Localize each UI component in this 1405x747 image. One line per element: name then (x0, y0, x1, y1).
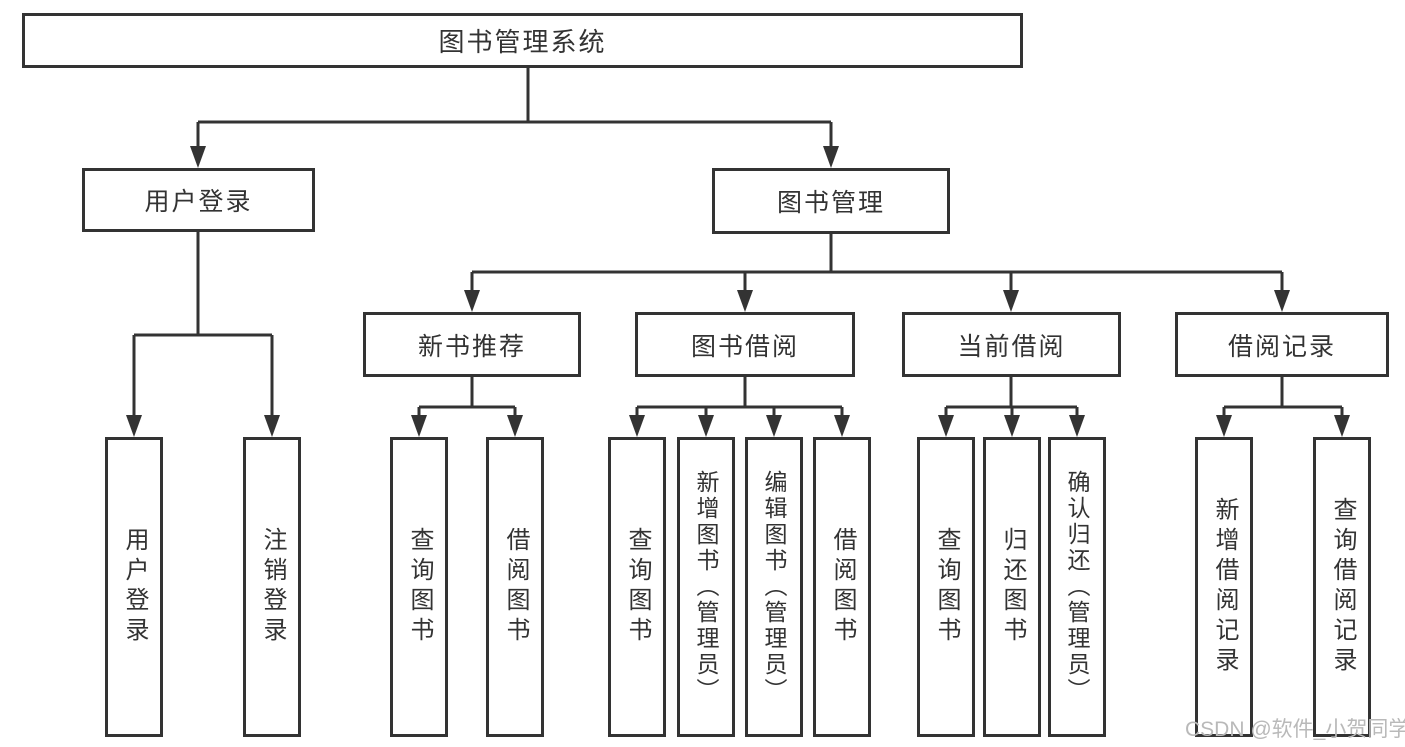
node-book-borrowing: 图书借阅 (635, 312, 855, 377)
leaf-return-book: 归还图书 (983, 437, 1041, 737)
edge-root-to-level2 (196, 68, 833, 148)
arrowhead (464, 290, 480, 312)
leaf-user-login: 用户登录 (105, 437, 163, 737)
arrowhead (507, 415, 523, 437)
arrowhead (411, 415, 427, 437)
leaf-query-book-under-current: 查询图书 (917, 437, 975, 737)
edge-newrec-to-children (417, 377, 517, 417)
arrowhead (1069, 415, 1085, 437)
leaf-borrow-book-under-borrowing: 借阅图书 (813, 437, 871, 737)
arrowhead (264, 415, 280, 437)
node-borrow-records: 借阅记录 (1175, 312, 1389, 377)
node-book-management: 图书管理 (712, 168, 950, 234)
arrowhead (737, 290, 753, 312)
arrowhead (1003, 290, 1019, 312)
edge-currentborrow-to-children (944, 377, 1079, 417)
arrowhead (190, 146, 206, 168)
arrowhead (766, 415, 782, 437)
node-new-book-recommend: 新书推荐 (363, 312, 581, 377)
arrowhead (1334, 415, 1350, 437)
leaf-confirm-return-admin: 确认归还（管理员） (1048, 437, 1106, 737)
leaf-add-borrow-record: 新增借阅记录 (1195, 437, 1253, 737)
arrowhead (834, 415, 850, 437)
edge-bookmgmt-to-level3 (470, 234, 1284, 292)
edge-borrowrecord-to-children (1222, 377, 1344, 417)
leaf-query-book-under-borrowing: 查询图书 (608, 437, 666, 737)
leaf-edit-book-admin: 编辑图书（管理员） (745, 437, 803, 737)
csdn-watermark: CSDN @软件_小贺同学 (1185, 718, 1405, 741)
node-current-borrowing: 当前借阅 (902, 312, 1121, 377)
arrowhead (823, 146, 839, 168)
edge-bookborrow-to-children (635, 377, 844, 417)
arrowhead (629, 415, 645, 437)
arrowhead (1004, 415, 1020, 437)
arrowhead (1274, 290, 1290, 312)
leaf-logout: 注销登录 (243, 437, 301, 737)
arrowhead (1216, 415, 1232, 437)
edge-userlogin-to-children (132, 232, 274, 417)
arrowhead (126, 415, 142, 437)
leaf-query-borrow-record: 查询借阅记录 (1313, 437, 1371, 737)
leaf-borrow-book-under-recommend: 借阅图书 (486, 437, 544, 737)
arrowhead (698, 415, 714, 437)
arrowhead (938, 415, 954, 437)
leaf-query-book-under-recommend: 查询图书 (390, 437, 448, 737)
node-root-system: 图书管理系统 (22, 13, 1023, 68)
node-user-login: 用户登录 (82, 168, 315, 232)
leaf-add-book-admin: 新增图书（管理员） (677, 437, 735, 737)
